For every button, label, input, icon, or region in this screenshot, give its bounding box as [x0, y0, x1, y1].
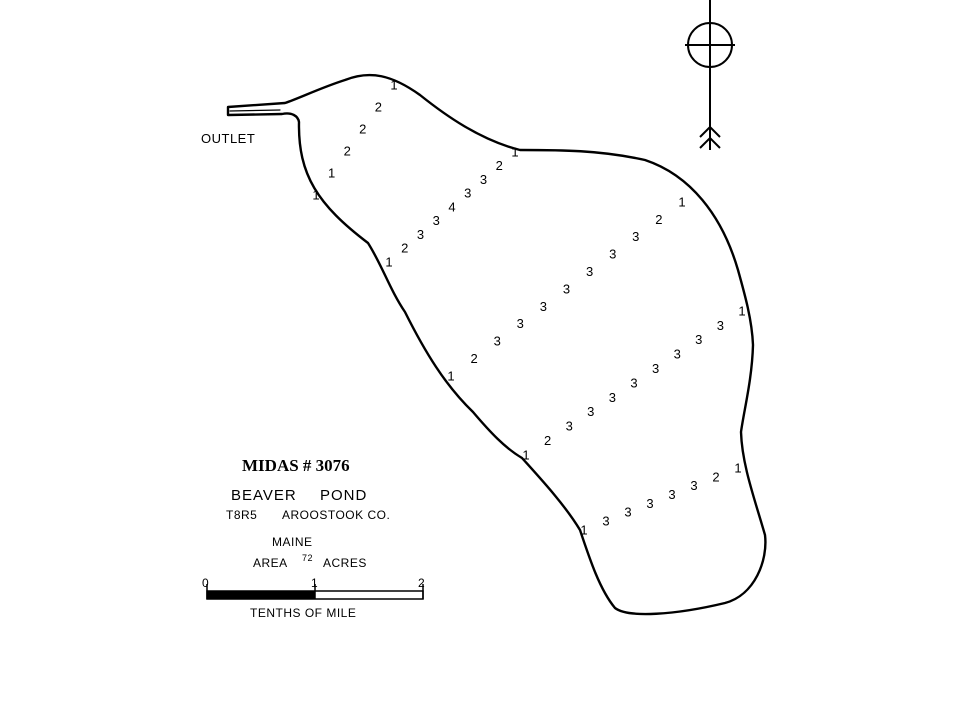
- area-value: 72: [302, 553, 314, 563]
- depth-sounding-t2-2: 3: [417, 227, 424, 242]
- county: AROOSTOOK CO.: [282, 508, 391, 522]
- outlet-channel: [229, 109, 281, 112]
- midas-number: MIDAS # 3076: [242, 456, 350, 475]
- pond-name-pond: POND: [320, 487, 368, 504]
- scale-tick-2: 2: [418, 576, 426, 590]
- depth-sounding-t4-0: 1: [522, 447, 529, 462]
- depth-sounding-t5-6: 2: [712, 469, 719, 484]
- depth-sounding-t3-6: 3: [586, 264, 593, 279]
- depth-sounding-t1-1: 1: [328, 165, 335, 180]
- depth-sounding-t1-3: 2: [359, 121, 366, 136]
- depth-sounding-t2-1: 2: [401, 241, 408, 256]
- township: T8R5: [226, 508, 258, 522]
- depth-sounding-t2-0: 1: [385, 254, 392, 269]
- depth-sounding-t3-0: 1: [447, 368, 454, 383]
- depth-sounding-t2-7: 2: [496, 158, 503, 173]
- depth-sounding-t4-8: 3: [695, 332, 702, 347]
- depth-sounding-t3-9: 2: [655, 212, 662, 227]
- pond-name-beaver: BEAVER: [231, 487, 297, 504]
- depth-sounding-t1-0: 1: [312, 187, 319, 202]
- north-arrow-icon: [685, 0, 735, 150]
- scale-bar: [206, 584, 424, 600]
- depth-sounding-t2-5: 3: [464, 186, 471, 201]
- depth-sounding-t5-5: 3: [690, 478, 697, 493]
- depth-sounding-t3-3: 3: [517, 316, 524, 331]
- depth-sounding-t4-2: 3: [566, 419, 573, 434]
- depth-sounding-t5-1: 3: [602, 514, 609, 529]
- depth-sounding-t5-2: 3: [624, 505, 631, 520]
- depth-sounding-t3-1: 2: [470, 351, 477, 366]
- depth-sounding-t3-8: 3: [632, 229, 639, 244]
- depth-sounding-t1-2: 2: [344, 143, 351, 158]
- depth-sounding-t3-5: 3: [563, 281, 570, 296]
- outlet-label: OUTLET: [201, 131, 256, 146]
- depth-sounding-t1-5: 1: [390, 77, 397, 92]
- depth-sounding-t3-7: 3: [609, 247, 616, 262]
- depth-sounding-t4-10: 1: [738, 303, 745, 318]
- shoreline: [226, 73, 767, 616]
- depth-sounding-t2-8: 1: [511, 144, 518, 159]
- depth-sounding-t4-7: 3: [674, 347, 681, 362]
- depth-soundings: 1122211233433211233333332112333333331133…: [312, 77, 745, 537]
- area-unit: ACRES: [323, 556, 367, 570]
- scale-tick-0: 0: [202, 576, 210, 590]
- depth-sounding-t3-10: 1: [678, 194, 685, 209]
- state: MAINE: [272, 535, 313, 549]
- depth-sounding-t5-7: 1: [734, 460, 741, 475]
- scale-caption: TENTHS OF MILE: [250, 606, 357, 620]
- depth-sounding-t3-2: 3: [494, 334, 501, 349]
- depth-sounding-t5-0: 1: [580, 522, 587, 537]
- depth-sounding-t1-4: 2: [375, 99, 382, 114]
- depth-sounding-t5-4: 3: [668, 487, 675, 502]
- depth-sounding-t5-3: 3: [646, 496, 653, 511]
- depth-sounding-t2-4: 4: [448, 199, 455, 214]
- depth-sounding-t4-1: 2: [544, 433, 551, 448]
- depth-sounding-t3-4: 3: [540, 299, 547, 314]
- depth-sounding-t4-9: 3: [717, 318, 724, 333]
- depth-sounding-t2-6: 3: [480, 172, 487, 187]
- depth-sounding-t4-4: 3: [609, 390, 616, 405]
- depth-sounding-t4-3: 3: [587, 404, 594, 419]
- depth-sounding-t4-5: 3: [630, 375, 637, 390]
- depth-sounding-t4-6: 3: [652, 361, 659, 376]
- scale-tick-1: 1: [311, 576, 319, 590]
- depth-sounding-t2-3: 3: [433, 213, 440, 228]
- area-label: AREA: [253, 556, 288, 570]
